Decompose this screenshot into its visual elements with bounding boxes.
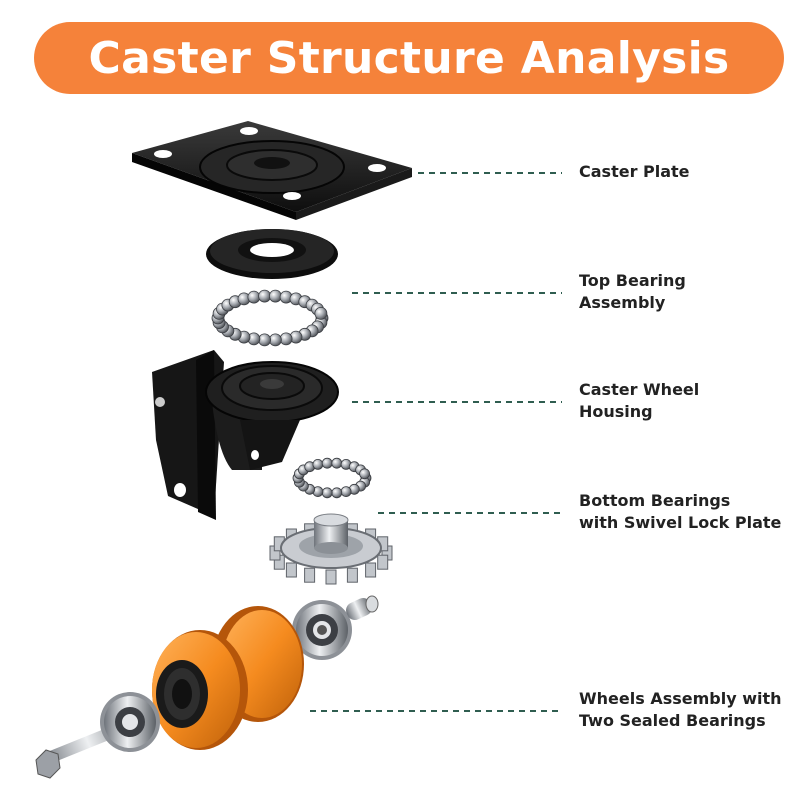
label-wheels-assembly-line-1: Wheels Assembly with (579, 689, 782, 708)
axle-part (35, 692, 160, 779)
bearing-ball (331, 487, 343, 499)
bearing-ball (279, 332, 293, 346)
caster-plate-part (132, 121, 412, 220)
gear-tooth (377, 554, 389, 570)
label-wheel-housing-line-2: Housing (579, 402, 653, 421)
label-wheel-housing-line-1: Caster Wheel (579, 380, 700, 399)
wheel-housing-part (152, 350, 339, 520)
bearing-ball (268, 289, 282, 303)
bearing-ball (312, 458, 324, 470)
bearing-ball (314, 306, 328, 320)
title-banner: Caster Structure Analysis (34, 22, 784, 94)
label-caster-plate-line-1: Caster Plate (579, 162, 690, 181)
label-bottom-bearings: Bottom Bearings with Swivel Lock Plate (579, 490, 781, 534)
label-top-bearing-line-1: Top Bearing (579, 271, 686, 290)
bearing-ball (359, 468, 371, 480)
bearing-ball (258, 289, 272, 303)
label-bottom-bearings-line-2: with Swivel Lock Plate (579, 513, 782, 532)
bearing-ball (268, 333, 282, 347)
gear-tooth (285, 562, 297, 578)
right-axle-bearing-part (292, 595, 379, 660)
bearing-ball (331, 457, 343, 469)
bottom-ball-ring-part (292, 457, 372, 499)
label-wheels-assembly-line-2: Two Sealed Bearings (579, 711, 766, 730)
gear-tooth (325, 569, 337, 585)
top-ball-ring-part (211, 289, 329, 347)
top-bearing-ring-part (206, 229, 338, 279)
bearing-ball (321, 457, 333, 469)
gear-tooth (304, 567, 316, 583)
label-bottom-bearings-line-1: Bottom Bearings (579, 491, 731, 510)
bearing-ball (258, 333, 272, 347)
gear-tooth (346, 567, 358, 583)
label-wheels-assembly: Wheels Assembly with Two Sealed Bearings (579, 688, 782, 732)
page-title: Caster Structure Analysis (88, 32, 730, 84)
label-wheel-housing: Caster Wheel Housing (579, 379, 699, 423)
gear-tooth (365, 562, 377, 578)
bearing-ball (247, 290, 261, 304)
label-top-bearing: Top Bearing Assembly (579, 270, 686, 314)
label-caster-plate: Caster Plate (579, 161, 690, 183)
wheels-part (152, 606, 304, 750)
label-top-bearing-line-2: Assembly (579, 293, 666, 312)
swivel-lock-plate-part (269, 513, 393, 585)
bearing-ball (340, 486, 352, 498)
bearing-ball (321, 487, 333, 499)
